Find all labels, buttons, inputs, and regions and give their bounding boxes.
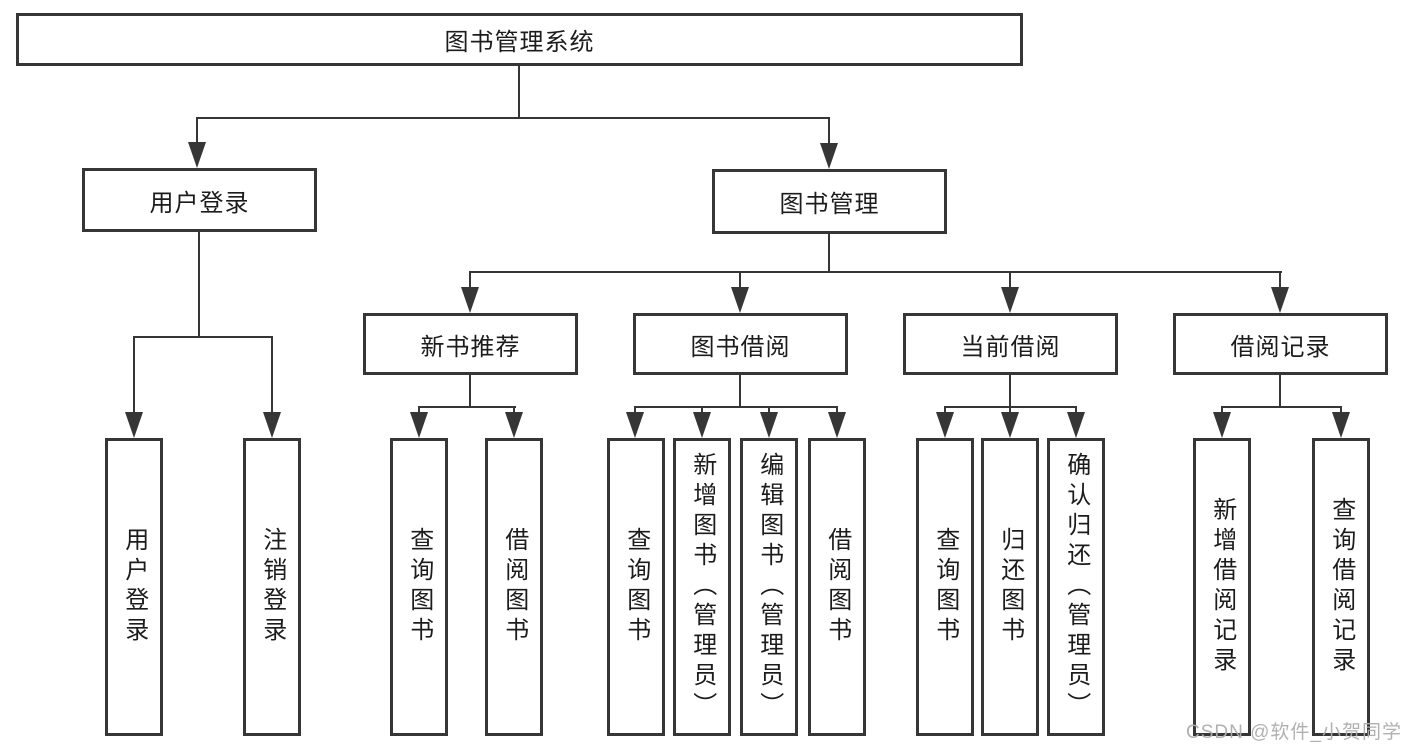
- leaf-add-book-admin: 新增图书（管理员）: [673, 438, 731, 736]
- node-new-book-recommend-label: 新书推荐: [420, 333, 521, 361]
- connector-current-stem: [1009, 373, 1011, 408]
- leaf-borrow-book-borrow: 借阅图书: [808, 438, 866, 736]
- leaf-return-book-label: 归还图书: [996, 527, 1024, 647]
- connector-borrow-drop-1: [634, 406, 636, 416]
- arrow-to-leaf-edit-book: [760, 412, 778, 438]
- watermark-text: CSDN @软件_小贺同学: [1186, 722, 1402, 743]
- connector-book-mgmt-stem: [828, 232, 830, 273]
- arrow-to-user-login: [188, 142, 206, 168]
- connector-records-drop-2: [1340, 406, 1342, 416]
- connector-records-drop-1: [1221, 406, 1223, 416]
- arrow-to-leaf-query-book-1: [410, 412, 428, 438]
- arrow-to-new-book-recommend: [461, 287, 479, 313]
- arrow-to-book-borrow: [731, 287, 749, 313]
- connector-root-stem: [518, 64, 520, 119]
- leaf-edit-book-admin-label: 编辑图书（管理员）: [755, 452, 783, 722]
- connector-current-drop-1: [944, 406, 946, 416]
- leaf-borrow-book-recommend: 借阅图书: [485, 438, 543, 736]
- node-user-login: 用户登录: [82, 168, 317, 232]
- connector-recommend-drop-2: [513, 406, 515, 416]
- leaf-confirm-return-admin-label: 确认归还（管理员）: [1062, 452, 1090, 722]
- connector-book-mgmt-drop-1: [469, 271, 471, 290]
- connector-book-mgmt-bar: [469, 271, 1282, 273]
- arrow-to-leaf-query-book-2: [626, 412, 644, 438]
- leaf-logout: 注销登录: [243, 438, 301, 736]
- leaf-user-login: 用户登录: [105, 438, 163, 736]
- arrow-to-leaf-confirm-return: [1067, 412, 1085, 438]
- arrow-to-leaf-return-book: [1001, 412, 1019, 438]
- leaf-query-book-recommend: 查询图书: [390, 438, 448, 736]
- node-library-system: 图书管理系统: [16, 13, 1023, 66]
- arrow-to-leaf-user-login: [125, 412, 143, 438]
- node-borrow-records: 借阅记录: [1173, 313, 1388, 375]
- connector-book-mgmt-drop-4: [1279, 271, 1281, 290]
- connector-user-login-bar: [133, 336, 273, 338]
- connector-recommend-drop-1: [418, 406, 420, 416]
- connector-current-drop-3: [1075, 406, 1077, 416]
- connector-root-drop-left: [196, 117, 198, 145]
- node-library-system-label: 图书管理系统: [444, 29, 595, 56]
- leaf-add-book-admin-label: 新增图书（管理员）: [688, 452, 716, 722]
- node-book-management-label: 图书管理: [779, 191, 880, 218]
- leaf-logout-label: 注销登录: [258, 527, 286, 647]
- arrow-to-borrow-records: [1271, 287, 1289, 313]
- node-current-borrow: 当前借阅: [903, 313, 1118, 375]
- arrow-to-leaf-add-record: [1213, 412, 1231, 438]
- connector-recommend-bar: [418, 406, 516, 408]
- connector-user-login-drop-2: [271, 336, 273, 414]
- connector-borrow-stem: [739, 373, 741, 408]
- arrow-to-book-management: [820, 143, 838, 169]
- connector-book-mgmt-drop-2: [739, 271, 741, 290]
- node-new-book-recommend: 新书推荐: [363, 313, 578, 375]
- node-book-management: 图书管理: [712, 169, 947, 234]
- leaf-query-borrow-record: 查询借阅记录: [1312, 438, 1370, 736]
- arrow-to-leaf-logout: [263, 412, 281, 438]
- connector-book-mgmt-drop-3: [1009, 271, 1011, 290]
- arrow-to-leaf-borrow-book-2: [828, 412, 846, 438]
- leaf-borrow-book-recommend-label: 借阅图书: [500, 527, 528, 647]
- connector-borrow-drop-4: [836, 406, 838, 416]
- connector-records-bar: [1221, 406, 1342, 408]
- connector-recommend-stem: [469, 373, 471, 408]
- arrow-to-leaf-add-book: [693, 412, 711, 438]
- connector-borrow-bar: [634, 406, 838, 408]
- node-book-borrow: 图书借阅: [633, 313, 848, 375]
- leaf-borrow-book-borrow-label: 借阅图书: [823, 527, 851, 647]
- arrow-to-leaf-query-book-3: [936, 412, 954, 438]
- arrow-to-leaf-query-record: [1332, 412, 1350, 438]
- node-current-borrow-label: 当前借阅: [960, 333, 1061, 361]
- connector-borrow-drop-3: [768, 406, 770, 416]
- arrow-to-leaf-borrow-book-1: [505, 412, 523, 438]
- connector-root-drop-right: [828, 117, 830, 145]
- connector-root-bar: [196, 117, 830, 119]
- connector-current-drop-2: [1009, 406, 1011, 416]
- leaf-return-book: 归还图书: [981, 438, 1039, 736]
- node-user-login-label: 用户登录: [149, 189, 250, 217]
- leaf-confirm-return-admin: 确认归还（管理员）: [1047, 438, 1105, 736]
- leaf-add-borrow-record: 新增借阅记录: [1193, 438, 1251, 736]
- leaf-query-book-current-label: 查询图书: [931, 527, 959, 647]
- connector-records-stem: [1279, 373, 1281, 408]
- node-borrow-records-label: 借阅记录: [1230, 333, 1331, 361]
- leaf-query-borrow-record-label: 查询借阅记录: [1327, 497, 1355, 677]
- leaf-add-borrow-record-label: 新增借阅记录: [1208, 497, 1236, 677]
- connector-user-login-stem: [198, 230, 200, 338]
- connector-borrow-drop-2: [701, 406, 703, 416]
- leaf-user-login-label: 用户登录: [120, 527, 148, 647]
- leaf-query-book-current: 查询图书: [916, 438, 974, 736]
- leaf-query-book-borrow: 查询图书: [607, 438, 665, 736]
- leaf-edit-book-admin: 编辑图书（管理员）: [740, 438, 798, 736]
- leaf-query-book-recommend-label: 查询图书: [405, 527, 433, 647]
- connector-user-login-drop-1: [133, 336, 135, 414]
- leaf-query-book-borrow-label: 查询图书: [622, 527, 650, 647]
- node-book-borrow-label: 图书借阅: [690, 333, 791, 361]
- arrow-to-current-borrow: [1001, 287, 1019, 313]
